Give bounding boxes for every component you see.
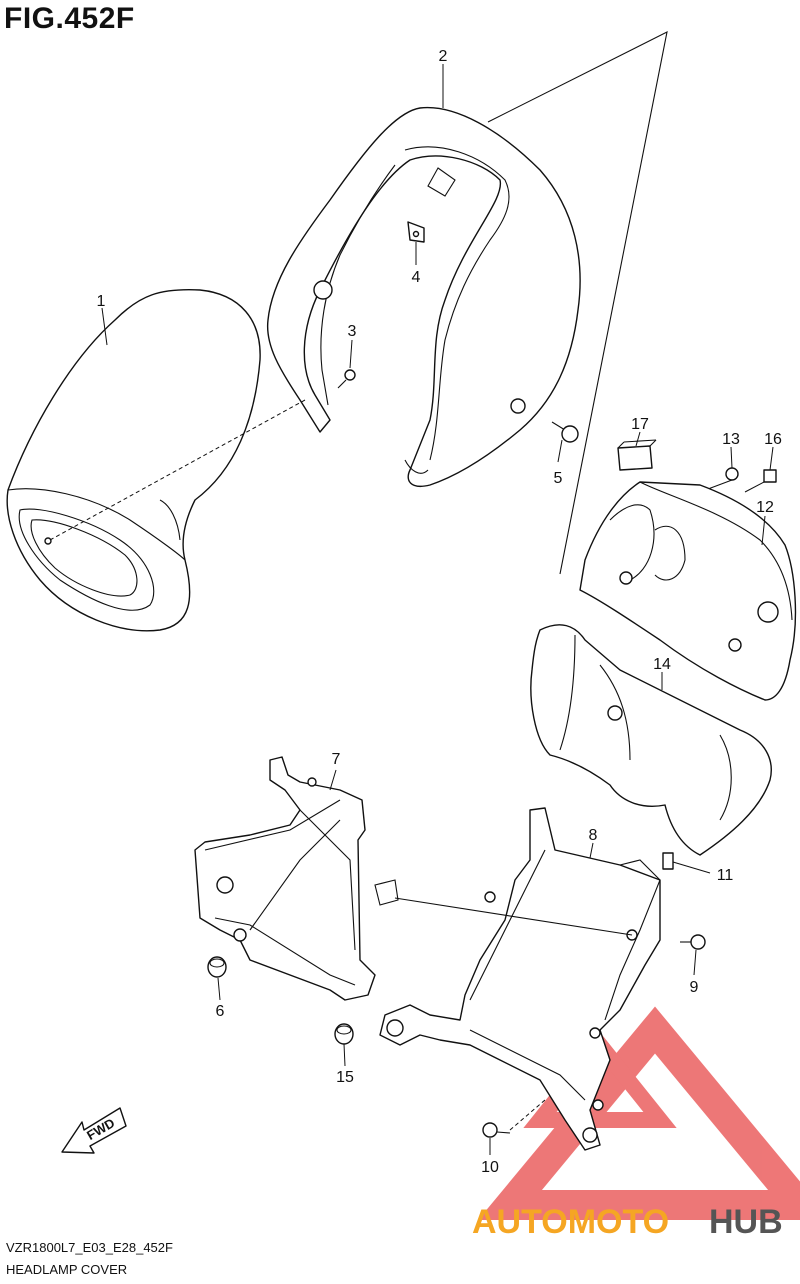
part-10-bolt <box>482 1122 511 1138</box>
part-7-bracket <box>194 756 399 1001</box>
part-14-lower-cover <box>530 624 772 856</box>
watermark-logo: AUTOMOTO HUB <box>472 1203 783 1241</box>
figure-title: FIG.452F <box>4 2 135 35</box>
part-13-grommet <box>725 467 739 481</box>
callout-5: 5 <box>554 470 563 487</box>
part-5-screw <box>551 421 579 443</box>
callout-4: 4 <box>412 269 421 286</box>
callout-3: 3 <box>348 323 357 340</box>
callout-8: 8 <box>589 827 598 844</box>
callout-15: 15 <box>336 1069 354 1086</box>
callout-6: 6 <box>216 1003 225 1020</box>
part-6-grommet <box>207 956 227 978</box>
reference-plane-outline <box>487 31 668 575</box>
callout-16: 16 <box>764 431 782 448</box>
callout-12: 12 <box>756 499 774 516</box>
callout-1: 1 <box>97 293 106 310</box>
callout-7: 7 <box>332 751 341 768</box>
part-12-inner-cover <box>579 481 797 701</box>
callout-13: 13 <box>722 431 740 448</box>
part-16-nut <box>763 469 777 483</box>
fwd-arrow-icon: FWD <box>61 1107 127 1154</box>
part-4-clip-nut <box>407 221 425 243</box>
part-3-screw <box>337 369 356 389</box>
callout-14: 14 <box>653 656 671 673</box>
part-17-cushion <box>617 439 657 471</box>
assembly-line-7-8 <box>394 897 633 936</box>
part-2-headlamp-cover <box>266 106 581 487</box>
callout-10: 10 <box>481 1159 499 1176</box>
assembly-line-10-8 <box>509 1099 546 1131</box>
callout-11: 11 <box>717 867 734 884</box>
figure-caption: HEADLAMP COVER <box>6 1262 128 1277</box>
part-15-grommet <box>334 1023 354 1045</box>
leader-16-to-12 <box>744 481 765 493</box>
figure-code: VZR1800L7_E03_E28_452F <box>6 1240 173 1255</box>
callout-17: 17 <box>631 416 649 433</box>
part-9-bolt <box>680 934 706 950</box>
watermark-text-secondary: HUB <box>709 1203 783 1241</box>
part-1-headlamp-housing <box>6 288 261 632</box>
callout-2: 2 <box>439 48 448 65</box>
leader-lines <box>101 64 774 1155</box>
callout-9: 9 <box>690 979 699 996</box>
part-8-bracket <box>379 807 661 1151</box>
watermark-text-primary: AUTOMOTO <box>472 1203 669 1241</box>
part-11-mounting-rubber <box>662 852 674 870</box>
